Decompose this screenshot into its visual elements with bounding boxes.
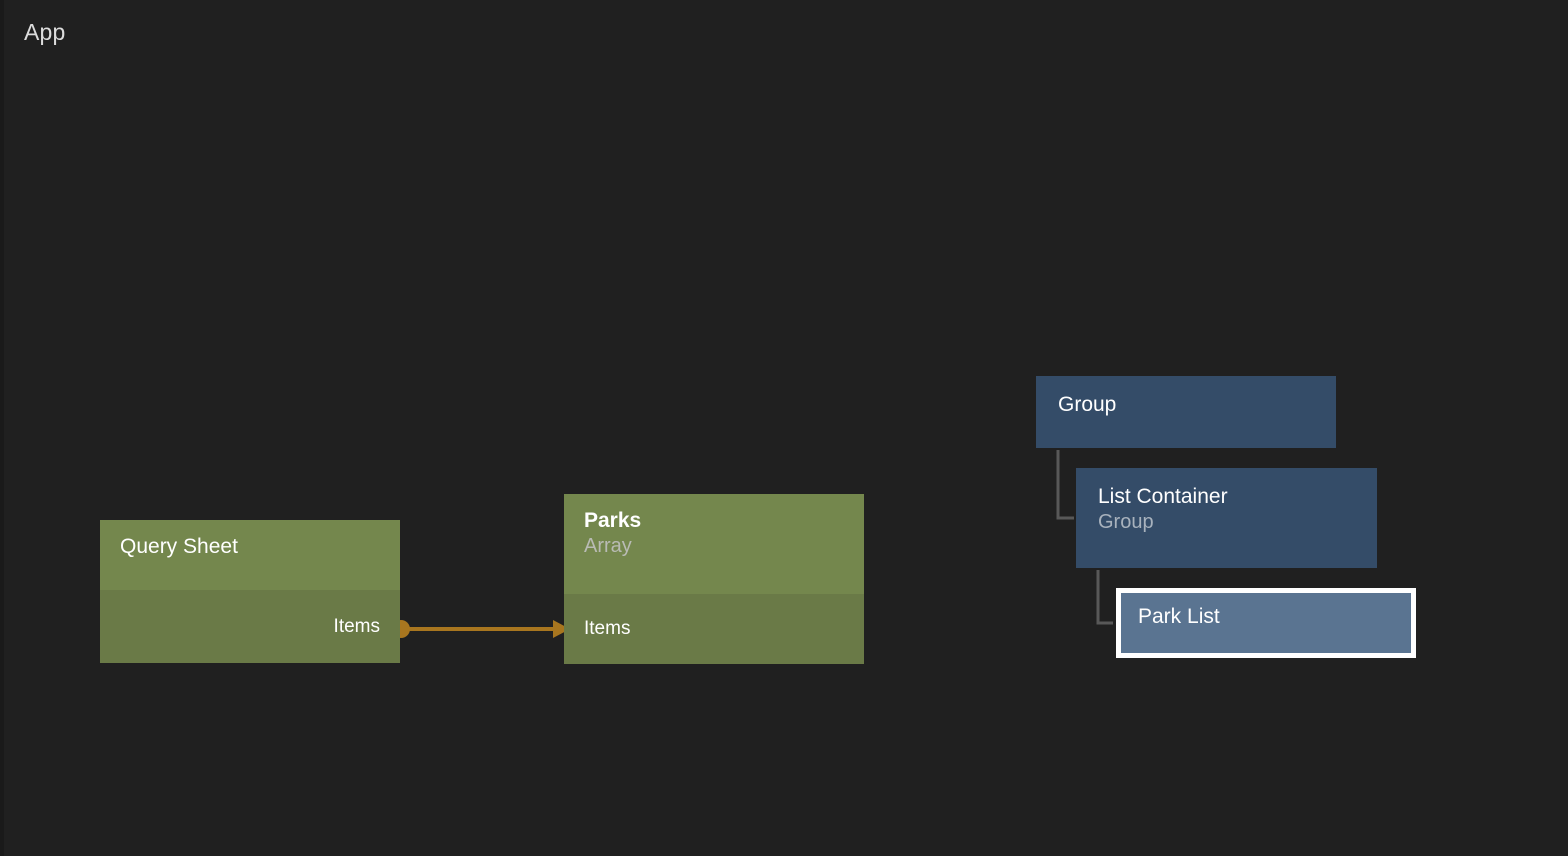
node-query-sheet[interactable]: Query Sheet Items bbox=[100, 520, 400, 663]
node-title: List Container bbox=[1098, 485, 1228, 508]
node-title: Group bbox=[1058, 393, 1117, 416]
node-title: Query Sheet bbox=[120, 535, 238, 558]
edge-query-sheet-items-to-parks-items[interactable] bbox=[392, 620, 570, 638]
tree-link-list-container-to-park-list bbox=[1096, 570, 1113, 625]
node-body: Items bbox=[564, 594, 864, 664]
port-row-output[interactable]: Items bbox=[100, 616, 400, 638]
node-list-container[interactable]: List Container Group bbox=[1076, 468, 1377, 568]
node-subtitle: Group bbox=[1098, 510, 1154, 533]
node-header: Query Sheet bbox=[100, 520, 400, 590]
node-parks[interactable]: Parks Array Items bbox=[564, 494, 864, 664]
tree-elbow-line bbox=[1056, 450, 1074, 520]
page-title: App bbox=[24, 19, 66, 45]
tree-elbow-line bbox=[1096, 570, 1113, 625]
node-subtitle: Array bbox=[584, 534, 632, 557]
tree-link-group-to-list-container bbox=[1056, 450, 1074, 520]
node-header: Parks Array bbox=[564, 494, 864, 594]
canvas-left-gutter bbox=[0, 0, 4, 856]
port-row-input[interactable]: Items bbox=[564, 618, 864, 640]
node-title: Park List bbox=[1138, 605, 1220, 628]
node-body: Items bbox=[100, 590, 400, 663]
port-label-items: Items bbox=[333, 615, 380, 637]
node-group[interactable]: Group bbox=[1036, 376, 1336, 448]
node-park-list[interactable]: Park List bbox=[1116, 588, 1416, 658]
port-label-items: Items bbox=[584, 618, 631, 639]
node-title: Parks bbox=[584, 509, 642, 532]
